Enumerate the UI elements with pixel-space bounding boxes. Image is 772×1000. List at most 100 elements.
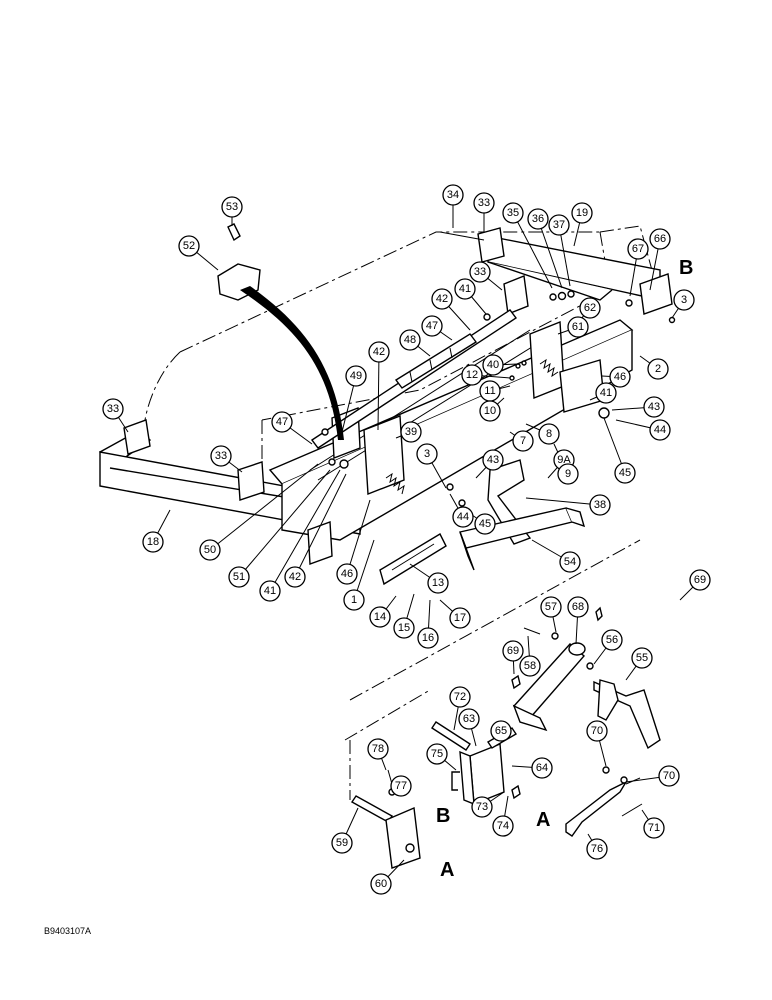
svg-text:49: 49 (350, 370, 362, 382)
svg-text:67: 67 (632, 243, 644, 255)
part-callout-59: 59 (331, 832, 353, 854)
springs (385, 358, 559, 495)
part-callout-55: 55 (631, 647, 653, 669)
part-callout-57: 57 (540, 596, 562, 618)
svg-text:34: 34 (447, 189, 459, 201)
part-callout-64: 64 (531, 757, 553, 779)
svg-text:13: 13 (432, 577, 444, 589)
part-callout-38: 38 (589, 494, 611, 516)
part-callout-14: 14 (369, 606, 391, 628)
part-callout-65: 65 (490, 720, 512, 742)
svg-text:56: 56 (606, 634, 618, 646)
svg-text:69: 69 (507, 645, 519, 657)
leader-line (346, 499, 371, 575)
leader-line (269, 469, 341, 592)
slot-plate-13 (379, 533, 447, 586)
part-callout-34: 34 (442, 184, 464, 206)
svg-text:15: 15 (398, 622, 410, 634)
bracket-52 (217, 223, 344, 440)
svg-text:76: 76 (591, 843, 603, 855)
part-callout-42: 42 (368, 341, 390, 363)
part-callout-58: 58 (519, 655, 541, 677)
lever-38-and-handle-54 (459, 459, 586, 571)
svg-text:33: 33 (474, 266, 486, 278)
part-callout-47: 47 (271, 411, 293, 433)
svg-text:46: 46 (614, 371, 626, 383)
svg-text:71: 71 (648, 822, 660, 834)
svg-text:75: 75 (431, 748, 443, 760)
svg-text:52: 52 (183, 240, 195, 252)
part-callout-76: 76 (586, 838, 608, 860)
svg-text:43: 43 (648, 401, 660, 413)
lower-assembly-outline (344, 539, 641, 800)
part-callout-62: 62 (579, 297, 601, 319)
part-callout-68: 68 (567, 596, 589, 618)
svg-text:12: 12 (466, 369, 478, 381)
part-callout-35: 35 (502, 202, 524, 224)
part-callout-45: 45 (614, 462, 636, 484)
part-callout-42: 42 (431, 288, 453, 310)
leader-line (209, 463, 319, 551)
leader-line (525, 497, 601, 506)
svg-text:37: 37 (553, 219, 565, 231)
hinge-bars (310, 309, 518, 449)
part-callout-33: 33 (210, 445, 232, 467)
part-callout-43: 43 (643, 396, 665, 418)
part-callout-70: 70 (586, 720, 608, 742)
svg-text:73: 73 (476, 801, 488, 813)
part-callout-46: 46 (609, 366, 631, 388)
part-callout-69: 69 (689, 569, 711, 591)
part-callout-33: 33 (102, 398, 124, 420)
part-callout-7: 7 (512, 430, 534, 452)
svg-text:69: 69 (694, 574, 706, 586)
svg-text:58: 58 (524, 660, 536, 672)
part-callout-16: 16 (417, 627, 439, 649)
svg-text:10: 10 (484, 405, 496, 417)
part-callout-52: 52 (178, 235, 200, 257)
drawing-code: B9403107A (44, 926, 92, 936)
svg-text:8: 8 (546, 428, 552, 440)
part-callout-74: 74 (492, 815, 514, 837)
svg-text:18: 18 (147, 536, 159, 548)
leader-line (512, 212, 553, 289)
part-callout-15: 15 (393, 617, 415, 639)
part-callout-45: 45 (474, 513, 496, 535)
svg-text:39: 39 (405, 426, 417, 438)
svg-text:7: 7 (520, 435, 526, 447)
svg-text:48: 48 (404, 334, 416, 346)
part-callout-69: 69 (502, 640, 524, 662)
part-callout-44: 44 (452, 506, 474, 528)
section-letter: A (536, 809, 550, 831)
leader-line (294, 473, 347, 578)
part-callout-37: 37 (548, 214, 570, 236)
pin-59-block (350, 606, 643, 869)
bracket-63 (431, 721, 517, 806)
part-callout-18: 18 (142, 531, 164, 553)
bar-68 (512, 642, 586, 732)
part-callout-48: 48 (399, 329, 421, 351)
svg-text:41: 41 (600, 387, 612, 399)
part-callout-19: 19 (571, 202, 593, 224)
svg-text:41: 41 (264, 585, 276, 597)
part-callout-60: 60 (370, 873, 392, 895)
part-callout-41: 41 (259, 580, 281, 602)
svg-text:2: 2 (655, 363, 661, 375)
part-callout-54: 54 (559, 551, 581, 573)
part-callout-75: 75 (426, 743, 448, 765)
part-callout-3: 3 (416, 443, 438, 465)
svg-text:74: 74 (497, 820, 509, 832)
part-callout-70: 70 (658, 765, 680, 787)
part-callout-10: 10 (479, 400, 501, 422)
svg-text:77: 77 (395, 780, 407, 792)
svg-text:78: 78 (372, 743, 384, 755)
svg-text:46: 46 (341, 568, 353, 580)
part-callout-47: 47 (421, 315, 443, 337)
section-letter: A (440, 859, 454, 881)
part-callout-33: 33 (473, 192, 495, 214)
svg-text:61: 61 (572, 321, 584, 333)
part-callout-78: 78 (367, 738, 389, 760)
svg-text:41: 41 (459, 283, 471, 295)
svg-text:36: 36 (532, 213, 544, 225)
svg-text:9A: 9A (557, 454, 571, 466)
svg-text:64: 64 (536, 762, 548, 774)
